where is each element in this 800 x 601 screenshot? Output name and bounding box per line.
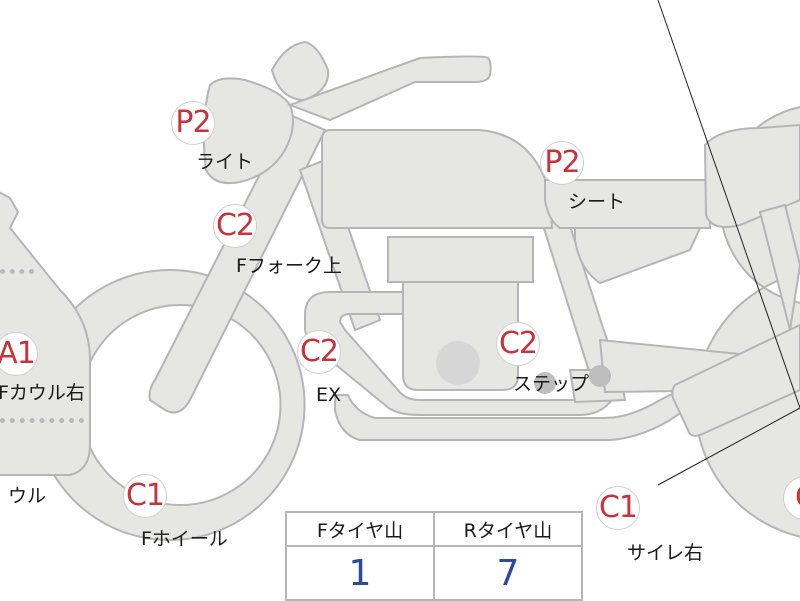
rear-tire-tread-value: 7 — [434, 546, 582, 600]
marker-badge-front-fork[interactable]: C2 — [213, 204, 257, 248]
marker-code: C2 — [300, 337, 338, 367]
marker-code: C1 — [126, 481, 164, 511]
footpeg-right — [589, 365, 611, 387]
marker-code: P2 — [175, 108, 210, 138]
marker-badge-silencer-right[interactable]: C1 — [596, 486, 640, 530]
marker-code: C2 — [216, 211, 254, 241]
marker-code: P2 — [544, 148, 579, 178]
marker-label-cowl-partial: ウル — [8, 487, 46, 506]
rear-tire-tread-header: Rタイヤ山 — [434, 512, 582, 546]
marker-badge-exhaust[interactable]: C2 — [297, 330, 341, 374]
marker-badge-front-wheel[interactable]: C1 — [123, 474, 167, 518]
marker-code: C2 — [499, 329, 537, 359]
marker-label-step: ステップ — [513, 375, 589, 394]
marker-code: A1 — [0, 339, 35, 369]
meter — [272, 42, 328, 100]
marker-badge-front-cowl[interactable]: A1 — [0, 332, 38, 376]
tire-tread-table: Fタイヤ山 Rタイヤ山 1 7 — [285, 511, 583, 601]
marker-badge-light[interactable]: P2 — [171, 101, 215, 145]
side-cover — [575, 228, 700, 283]
marker-label-front-fork: Fフォーク上 — [236, 257, 342, 276]
tire-tread-value-row: 1 7 — [286, 546, 582, 600]
marker-label-silencer-right: サイレ右 — [627, 544, 703, 563]
marker-badge-seat[interactable]: P2 — [540, 141, 584, 185]
cowl-dotted-line-upper — [0, 269, 34, 274]
marker-badge-step[interactable]: C2 — [496, 322, 540, 366]
cowl-dotted-line-lower — [0, 418, 84, 423]
marker-label-exhaust: EX — [316, 386, 341, 405]
front-tire-tread-header: Fタイヤ山 — [286, 512, 434, 546]
engine-cover-circle — [436, 341, 480, 385]
front-tire-tread-value: 1 — [286, 546, 434, 600]
marker-label-light: ライト — [196, 153, 253, 172]
engine-head — [388, 237, 533, 282]
fuel-tank — [322, 130, 552, 228]
marker-code: C — [795, 483, 800, 513]
tire-tread-header-row: Fタイヤ山 Rタイヤ山 — [286, 512, 582, 546]
marker-label-front-cowl: Fカウル右 — [0, 384, 85, 403]
marker-code: C1 — [599, 493, 637, 523]
marker-label-front-wheel: Fホイール — [141, 530, 228, 549]
marker-label-seat: シート — [568, 193, 625, 212]
